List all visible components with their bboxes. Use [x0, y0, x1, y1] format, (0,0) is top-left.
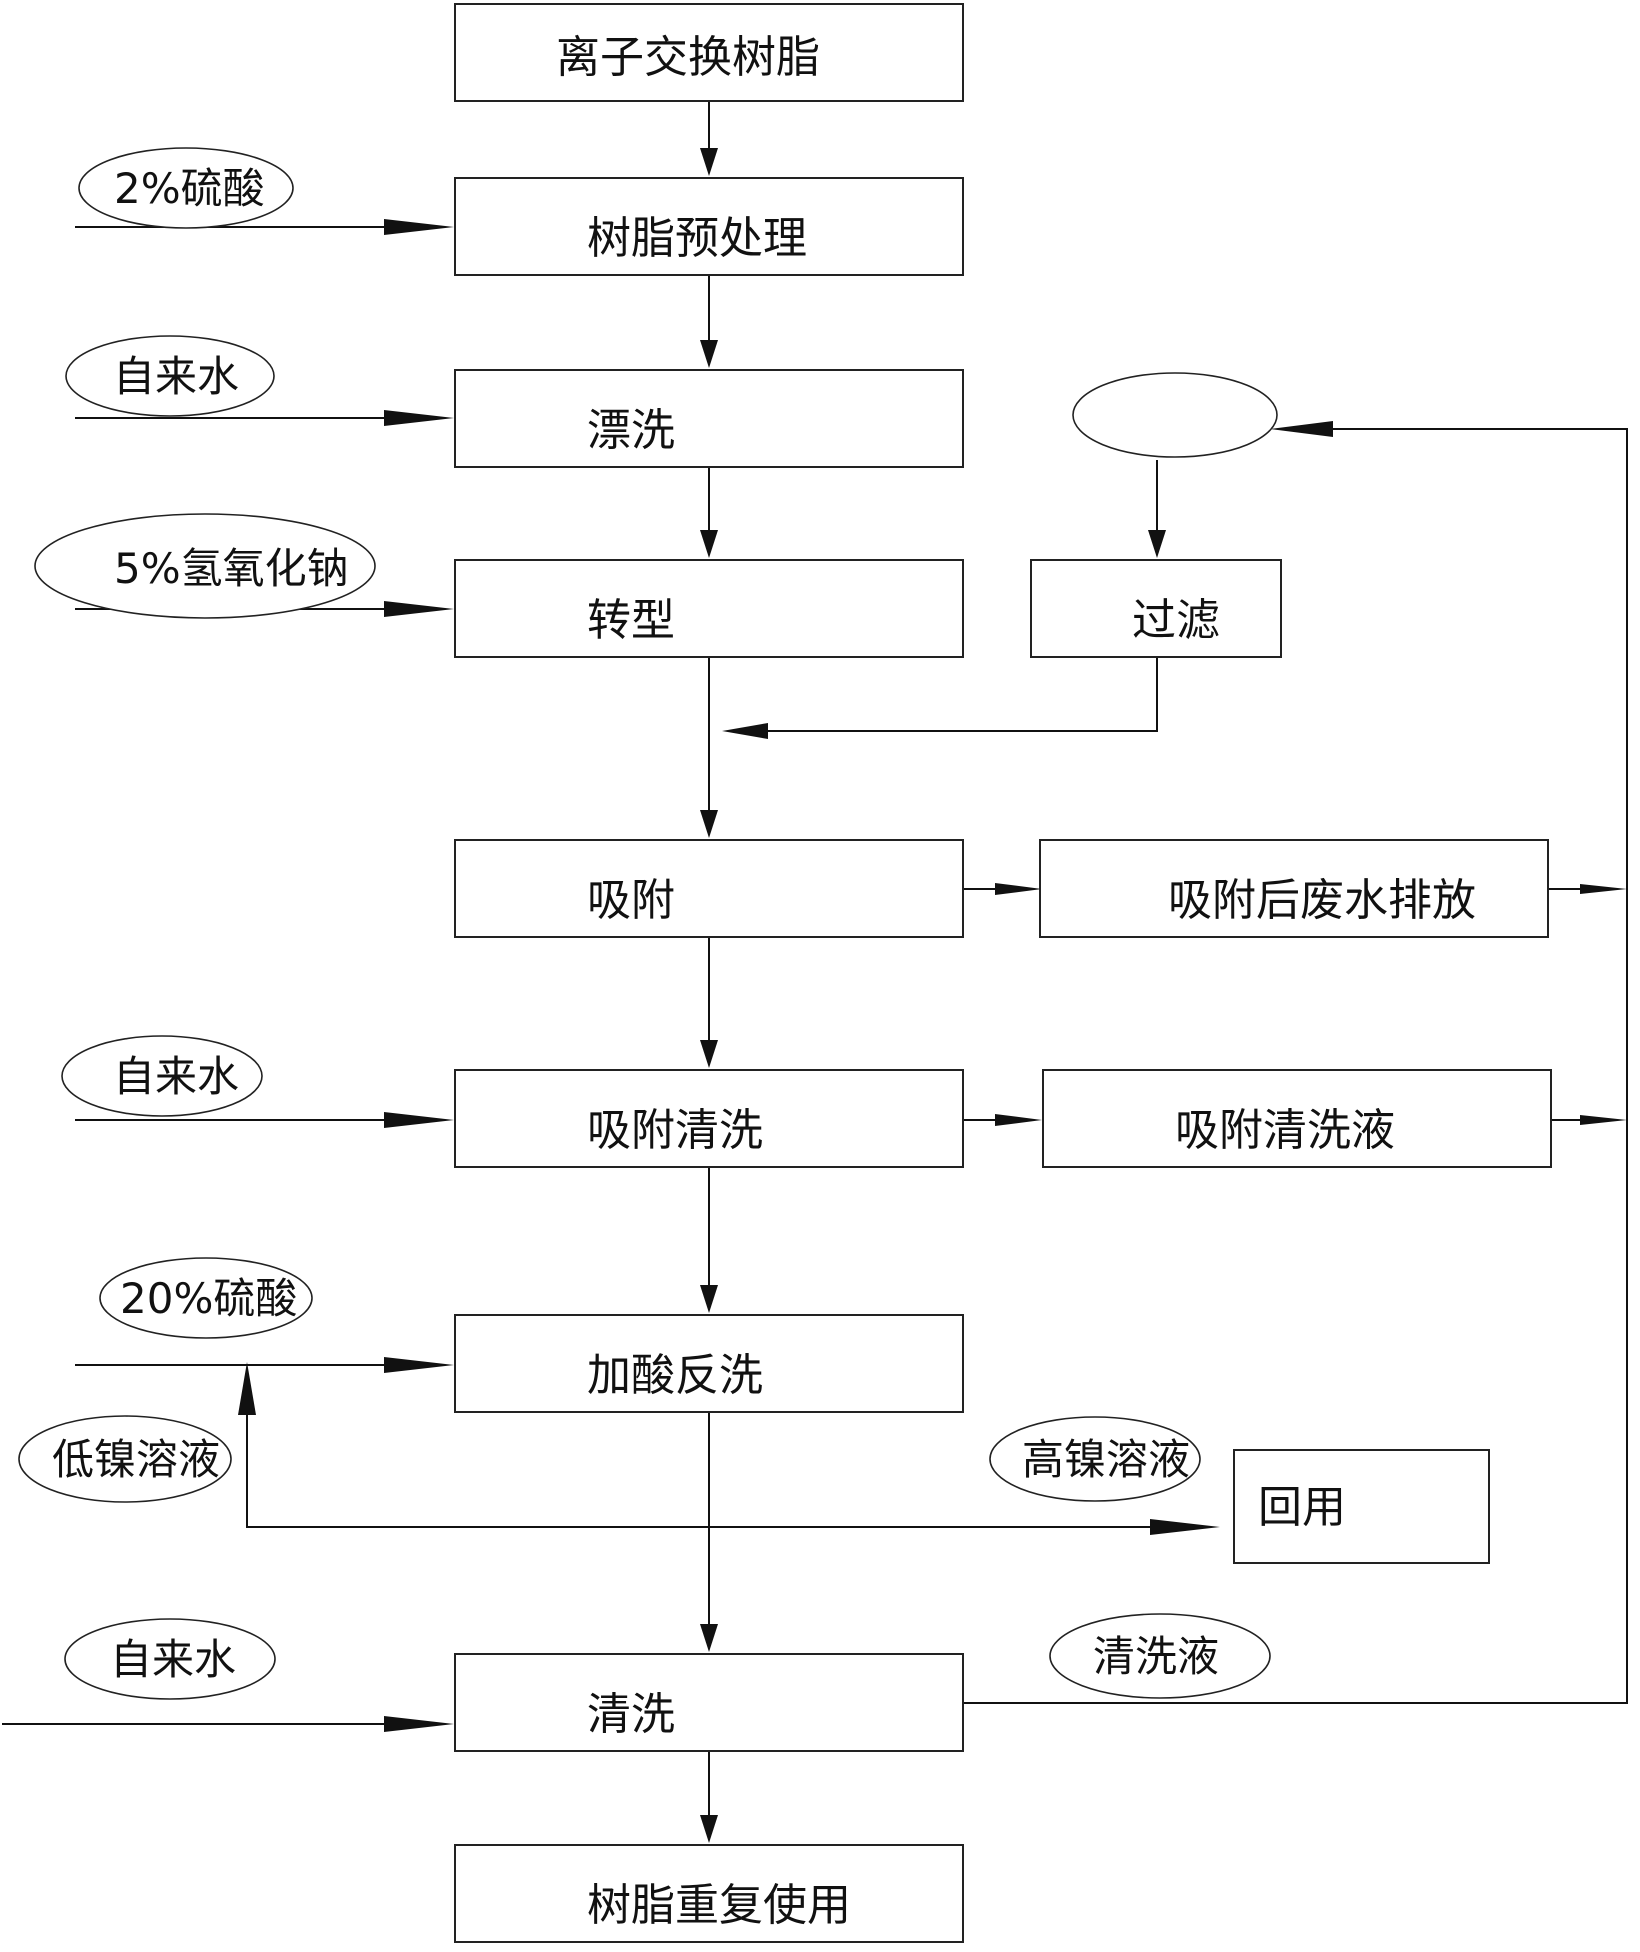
- box-reuse: [1233, 1449, 1490, 1564]
- arrowhead-right-reuse: [1150, 1519, 1220, 1535]
- label-transform: 转型: [587, 595, 675, 646]
- arrowhead-down-8: [700, 1815, 718, 1843]
- arrowhead-down-3: [700, 530, 718, 558]
- process-boxes: 离子交换树脂 树脂预处理 漂洗 转型 过滤 吸附 吸附后废水排放 吸附清洗 吸附…: [454, 3, 1552, 1943]
- box-rinse: [454, 369, 964, 468]
- arrowhead-down-4: [700, 810, 718, 838]
- label-tap-water-2: 自来水: [113, 1052, 239, 1101]
- label-high-nickel: 高镍溶液: [1022, 1435, 1190, 1484]
- label-sulfuric-20: 20%硫酸: [120, 1274, 297, 1323]
- label-resin-pretreatment: 树脂预处理: [587, 213, 807, 264]
- label-tap-water-3: 自来水: [110, 1635, 236, 1684]
- arrowhead-right-tap-water-2: [384, 1112, 454, 1128]
- arrowhead-right-liquid: [995, 1114, 1042, 1126]
- oval-naoh-5: [34, 513, 376, 619]
- label-naoh-5: 5%氢氧化钠: [114, 544, 349, 593]
- arrowhead-right-naoh: [384, 601, 454, 617]
- label-adsorption-cleaning: 吸附清洗: [587, 1105, 763, 1156]
- arrowhead-right-tap-water-3: [384, 1716, 454, 1732]
- arrowhead-right-wastewater: [995, 883, 1042, 895]
- label-adsorption-cleaning-liquid: 吸附清洗液: [1175, 1105, 1395, 1156]
- label-cleaning: 清洗: [587, 1689, 675, 1740]
- arrowhead-down-7: [700, 1624, 718, 1652]
- reagent-ovals: 2%硫酸 自来水 5%氢氧化钠 自来水 20%硫酸 低镍溶液 高镍溶液 自来水 …: [18, 147, 1278, 1700]
- label-tap-water-1: 自来水: [113, 352, 239, 401]
- oval-tap-water-2: [61, 1035, 263, 1117]
- arrowhead-down-5: [700, 1040, 718, 1068]
- label-reuse: 回用: [1258, 1482, 1346, 1533]
- box-adsorption: [454, 839, 964, 938]
- box-filter: [1030, 559, 1282, 658]
- oval-high-nickel: [989, 1416, 1201, 1502]
- oval-nickel-waste: [1072, 372, 1278, 458]
- arrow-heads: [238, 148, 1627, 1843]
- arrowhead-right-sulfuric-20: [384, 1357, 454, 1373]
- label-sulfuric-2: 2%硫酸: [114, 164, 265, 213]
- box-transform: [454, 559, 964, 658]
- label-low-nickel: 低镍溶液: [52, 1435, 220, 1484]
- box-ion-exchange-resin: [454, 3, 964, 102]
- arrowhead-left-nickel-waste: [1270, 421, 1333, 437]
- oval-low-nickel: [18, 1415, 232, 1503]
- oval-tap-water-3: [64, 1618, 276, 1700]
- arrowhead-right-collector-2: [1580, 1115, 1627, 1125]
- label-rinse: 漂洗: [587, 405, 675, 456]
- oval-tap-water-1: [65, 335, 275, 417]
- label-cleaning-liquid: 清洗液: [1093, 1632, 1219, 1681]
- label-ion-exchange-resin: 离子交换树脂: [556, 32, 820, 83]
- arrowhead-right-sulfuric-2: [384, 219, 454, 235]
- arrowhead-right-collector-1: [1580, 884, 1627, 894]
- arrowhead-down-6: [700, 1285, 718, 1313]
- arrowhead-down-1: [700, 148, 718, 176]
- label-resin-reuse: 树脂重复使用: [587, 1880, 851, 1931]
- label-filter: 过滤: [1132, 595, 1220, 646]
- arrowhead-left-merge: [722, 723, 768, 739]
- label-adsorption-wastewater: 吸附后废水排放: [1168, 875, 1476, 926]
- oval-sulfuric-2: [78, 147, 294, 229]
- arrowhead-down-2: [700, 340, 718, 368]
- box-acid-backwash: [454, 1314, 964, 1413]
- oval-cleaning-liquid: [1049, 1613, 1271, 1699]
- connector-filter-to-merge: [750, 657, 1158, 732]
- arrowhead-up-low-nickel: [238, 1362, 256, 1415]
- box-resin-reuse: [454, 1844, 964, 1943]
- connector-nickel-split: [246, 1393, 1178, 1528]
- box-adsorption-cleaning: [454, 1069, 964, 1168]
- box-adsorption-wastewater: [1039, 839, 1549, 938]
- connector-collector-return-loop: [963, 428, 1628, 1704]
- box-resin-pretreatment: [454, 177, 964, 276]
- box-cleaning: [454, 1653, 964, 1752]
- label-acid-backwash: 加酸反洗: [587, 1350, 763, 1401]
- arrowhead-right-tap-water-1: [384, 410, 454, 426]
- box-adsorption-cleaning-liquid: [1042, 1069, 1552, 1168]
- arrowhead-down-filter: [1148, 530, 1166, 558]
- oval-sulfuric-20: [99, 1257, 313, 1339]
- label-adsorption: 吸附: [587, 875, 675, 926]
